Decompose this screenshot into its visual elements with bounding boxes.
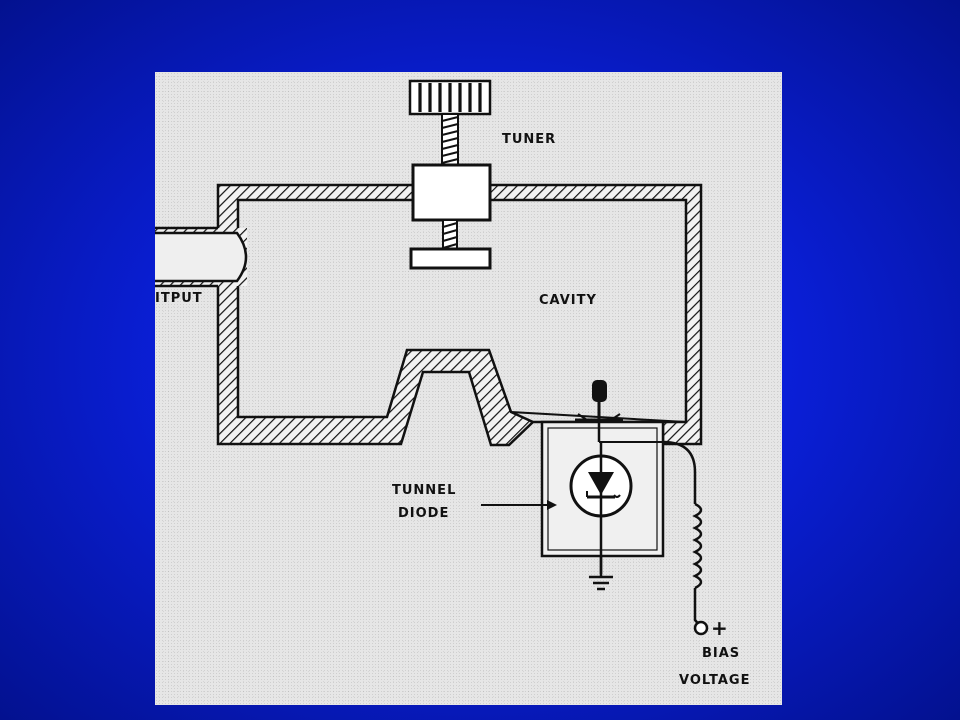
tunnel-diode-arrow [481, 500, 557, 510]
schematic-svg: TUNER CAVITY ITPUT TUNNEL DIODE + BIAS V… [155, 79, 751, 688]
diode-label: DIODE [398, 506, 449, 521]
cavity-diagram: TUNER CAVITY ITPUT TUNNEL DIODE + BIAS V… [155, 72, 782, 705]
bias-label: BIAS [702, 646, 740, 661]
tuner-plunger [409, 247, 492, 270]
voltage-label: VOLTAGE [679, 673, 751, 688]
ground-symbol [589, 556, 613, 591]
output-label: ITPUT [155, 291, 203, 306]
tuner-assembly [408, 79, 492, 270]
tuner-label: TUNER [502, 132, 556, 147]
bias-terminal-icon [693, 620, 709, 636]
tuner-block [411, 163, 492, 222]
cavity-interior-outline [237, 199, 687, 424]
bias-plus-label: + [711, 616, 729, 640]
tunnel-label: TUNNEL [392, 483, 456, 498]
tunnel-diode-symbol [569, 442, 633, 574]
output-pipe [155, 226, 248, 288]
cavity-wall [216, 183, 703, 447]
cavity-label: CAVITY [539, 293, 597, 308]
coupling-probe [575, 380, 663, 443]
bias-inductor [662, 440, 703, 628]
